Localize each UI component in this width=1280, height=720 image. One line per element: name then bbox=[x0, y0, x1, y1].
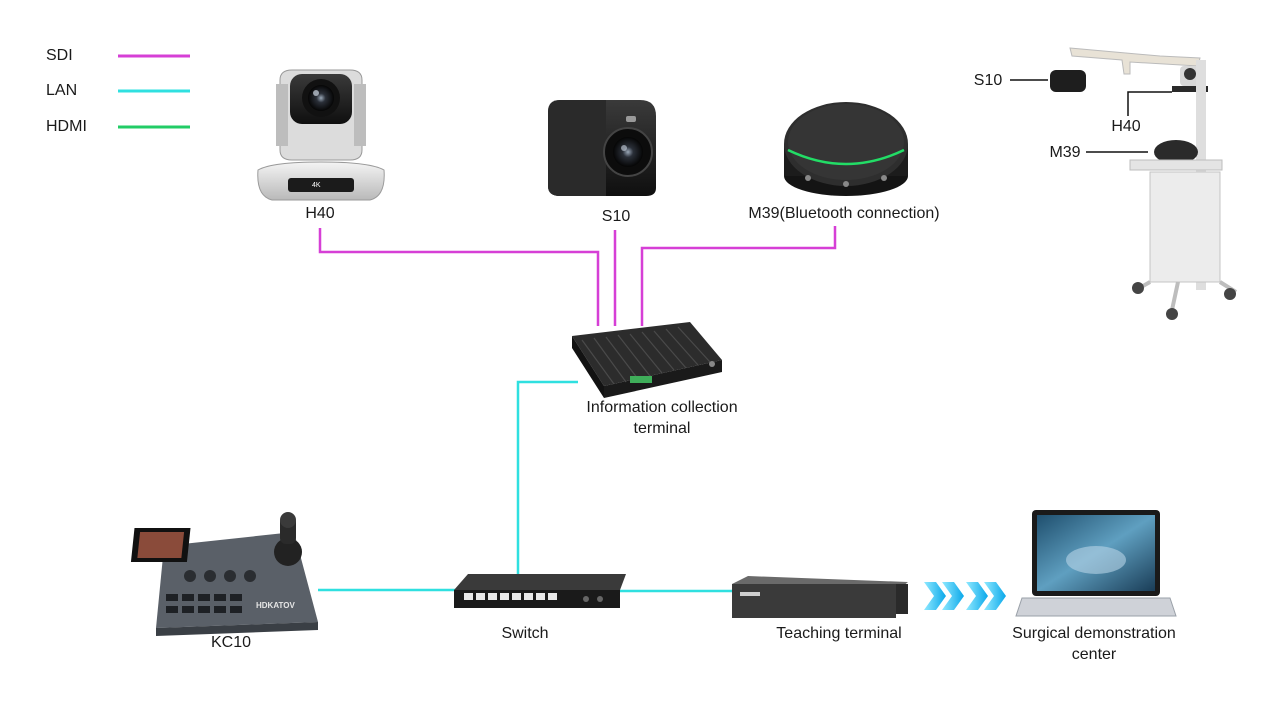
info-terminal-label: Information collection terminal bbox=[560, 397, 764, 439]
h40-badge: 4K bbox=[312, 182, 321, 189]
cart-h40-label: H40 bbox=[1111, 118, 1141, 135]
sdi-line-m39 bbox=[640, 226, 837, 326]
lan-line-info-to-switch bbox=[516, 380, 578, 578]
info-terminal-image bbox=[572, 322, 722, 398]
flow-arrows bbox=[924, 582, 1006, 610]
info-terminal-label-line1: Information collection bbox=[586, 399, 738, 416]
switch-image bbox=[454, 574, 626, 608]
kc10-label: KC10 bbox=[210, 634, 252, 651]
laptop-image bbox=[1015, 510, 1177, 617]
teaching-terminal-label: Teaching terminal bbox=[776, 625, 902, 642]
lan-connections bbox=[318, 380, 732, 593]
legend-label-hdmi: HDMI bbox=[46, 118, 87, 135]
kc10-controller-image: HDKATOV bbox=[130, 512, 318, 636]
legend bbox=[118, 54, 190, 129]
h40-camera-image: 4K bbox=[257, 69, 385, 201]
legend-label-sdi: SDI bbox=[46, 47, 73, 64]
s10-label: S10 bbox=[601, 208, 631, 225]
switch-label: Switch bbox=[501, 625, 549, 642]
cart-m39-label: M39 bbox=[1049, 144, 1081, 161]
legend-label-lan: LAN bbox=[46, 82, 78, 99]
surgical-center-label-line2: center bbox=[1071, 646, 1117, 663]
cart-s10-label: S10 bbox=[973, 72, 1003, 89]
info-terminal-label-line2: terminal bbox=[633, 420, 691, 437]
m39-label: M39(Bluetooth connection) bbox=[748, 205, 940, 222]
cart-inset bbox=[1010, 47, 1238, 320]
surgical-center-label-line1: Surgical demonstration bbox=[1012, 625, 1176, 642]
sdi-line-h40 bbox=[318, 228, 600, 326]
teaching-terminal-image bbox=[732, 576, 908, 618]
surgical-center-label: Surgical demonstration center bbox=[994, 623, 1194, 665]
m39-speakerphone-image bbox=[784, 102, 908, 196]
kc10-brand: HDKATOV bbox=[256, 601, 295, 610]
s10-camera-image bbox=[548, 100, 656, 196]
h40-label: H40 bbox=[305, 205, 335, 222]
sdi-connections bbox=[318, 226, 837, 326]
